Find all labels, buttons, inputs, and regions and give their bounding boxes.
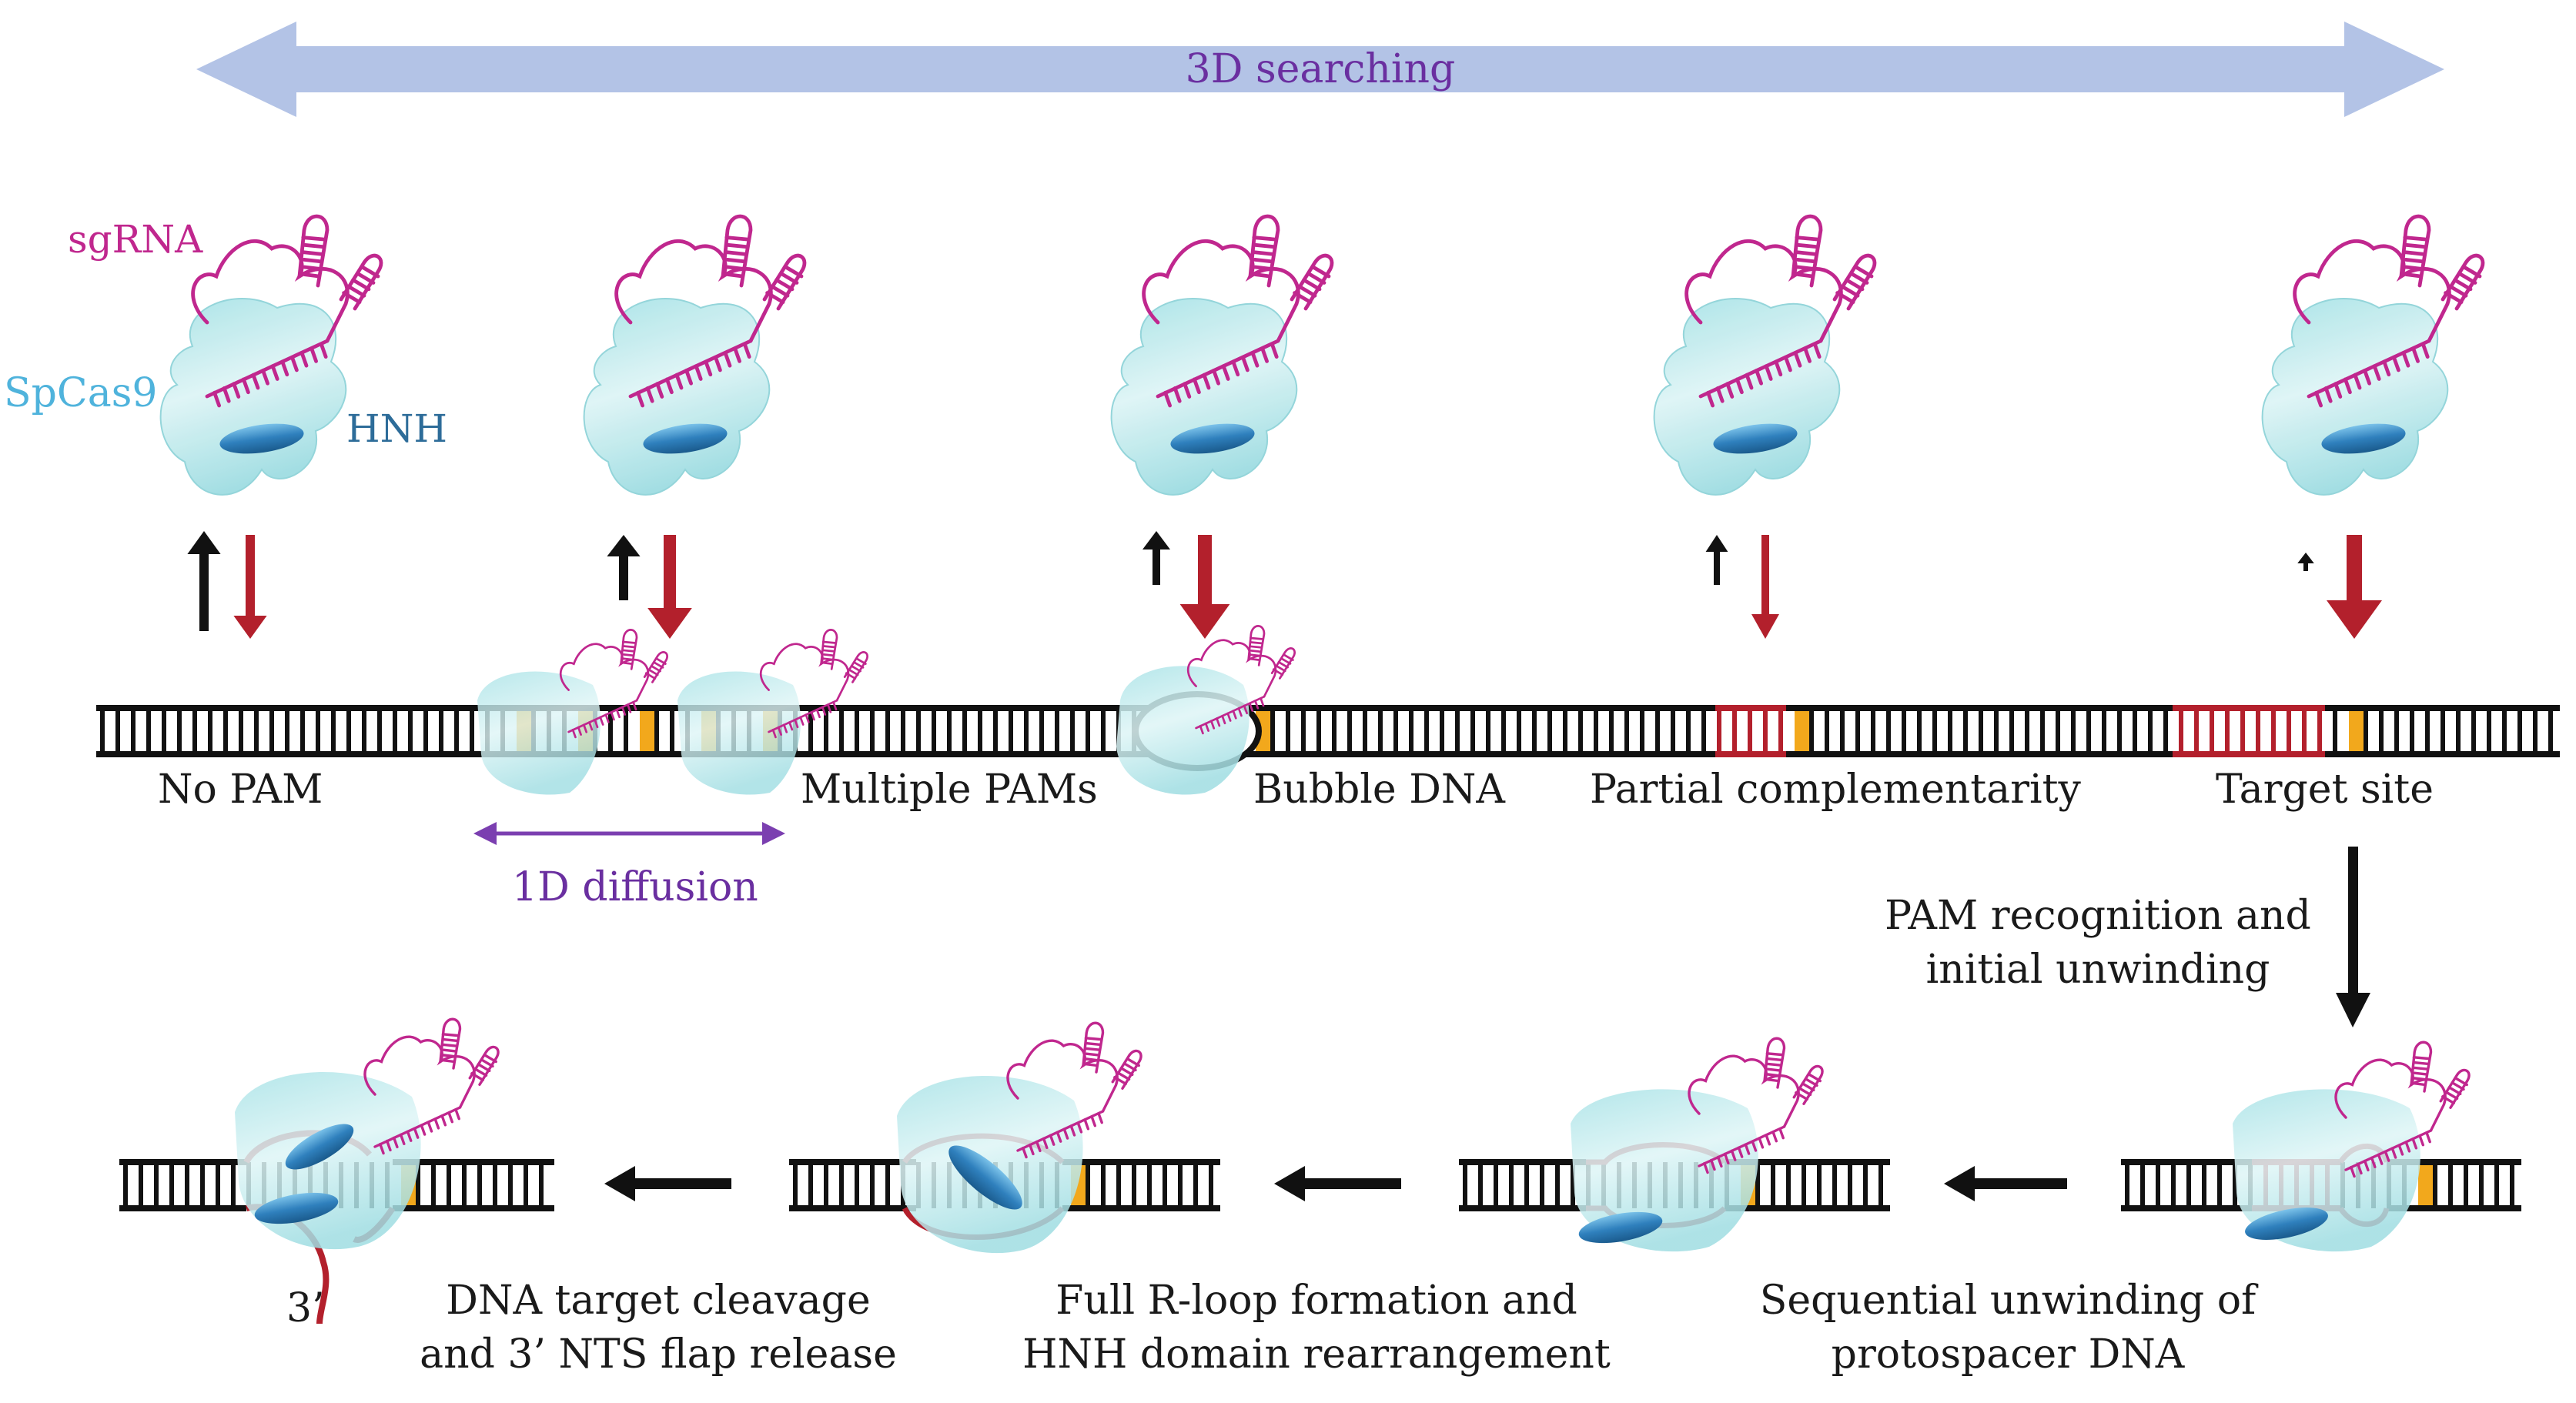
sgrna [1684,214,1877,408]
pam-site [2418,1162,2434,1208]
hnh-domain [219,423,304,454]
spcas9-protein [583,298,771,496]
protein-body [2261,298,2449,496]
cas9-complexes-bottom [235,1017,2471,1254]
protein-body [1116,666,1250,795]
1d-diffusion-arrow [473,822,785,845]
cas9-complex-3 [1110,214,1334,496]
sgrna [2293,214,2485,408]
complex-step-2 [1571,1037,1824,1252]
bound-complex-bubble [1116,625,1296,795]
protein-body [1653,298,1841,496]
step-arrow [1963,1178,2067,1189]
hnh-domain [254,1192,339,1224]
sgrna [191,214,383,408]
protein-body [1110,298,1298,496]
spcas9-protein [1653,298,1841,496]
unbinding-arrow [619,556,628,600]
sgrna [363,1017,500,1155]
pam-site [2349,708,2364,754]
sgrna [1688,1037,1824,1174]
unbinding-arrow [2303,563,2308,571]
step-arrow [624,1178,731,1189]
complex-step-4 [235,1017,500,1250]
step-arrow [1293,1178,1401,1189]
main-dna-track [96,625,2560,795]
sgrna [2334,1041,2471,1178]
pam-site [640,708,655,754]
unbinding-arrow [1714,552,1720,585]
sgrna [1186,625,1296,735]
hnh-domain [2321,423,2406,454]
bound-complex-2 [677,629,868,795]
hnh-domain [1170,423,1255,454]
hnh-domain [2245,1208,2328,1240]
spcas9-protein [1110,298,1298,496]
cas9-complex-5 [2261,214,2485,496]
bottom-dna-tracks [119,1130,2521,1324]
pam-recognition-arrow [2336,847,2370,1027]
cas9-complex-1 [159,214,383,496]
hnh-domain [1713,423,1798,454]
protein-body [583,298,771,496]
binding-arrow [246,535,255,616]
sgrna [759,629,868,739]
protein-body [677,671,801,795]
sgrna [1142,214,1334,408]
hnh-domain [1578,1211,1663,1244]
spcas9-protein [159,298,347,496]
protein-body [235,1071,421,1250]
cas9-complex-4 [1653,214,1877,496]
unbinding-arrow [1153,550,1160,585]
hnh-domain [643,423,728,454]
3d-search-arrow [196,22,2444,117]
pam-site [1256,708,1271,754]
binding-arrow [664,535,676,608]
protein-body [159,298,347,496]
hnh-domain [285,1124,354,1170]
spcas9-protein [2261,298,2449,496]
complex-step-3 [897,1021,1142,1254]
step-arrows [604,1166,2067,1201]
binding-arrow [1198,535,1212,604]
binding-arrow [2347,535,2362,600]
protein-body [2233,1089,2420,1252]
hnh-domain [948,1145,1022,1210]
binding-arrow [1761,535,1769,614]
cas9-complex-2 [583,214,807,496]
protein-body [477,671,601,795]
unbinding-arrow [199,554,209,631]
sgrna [1006,1021,1142,1159]
bound-complex-1 [477,629,668,795]
cas9-complexes-top [159,214,2485,496]
sgrna [614,214,807,408]
complex-step-1 [2233,1041,2471,1252]
protein-body [1571,1089,1758,1252]
pam-site [1795,708,1810,754]
binding-arrows [187,531,2382,639]
sgrna [559,629,668,739]
main-dna [96,705,2560,757]
